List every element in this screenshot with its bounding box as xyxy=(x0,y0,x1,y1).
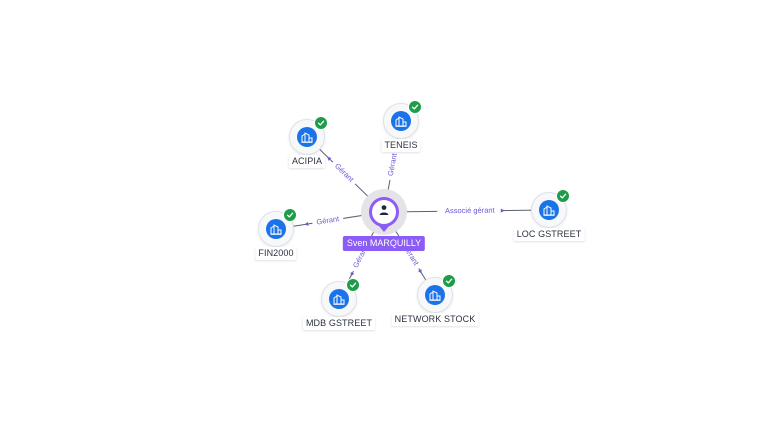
company-node-loc-gstreet[interactable] xyxy=(531,189,570,228)
edge-label-bg xyxy=(329,158,359,188)
company-icon xyxy=(297,127,317,147)
verified-check-icon xyxy=(346,278,360,292)
edge-label-teneis: Gérant xyxy=(386,152,399,177)
company-label-acipia[interactable]: ACIPIA xyxy=(288,155,326,168)
company-icon xyxy=(539,200,559,220)
verified-check-icon xyxy=(314,116,328,130)
company-label-fin2000[interactable]: FIN2000 xyxy=(255,247,297,260)
edge-label-bg xyxy=(385,148,401,181)
edge-arrow-acipia xyxy=(327,156,332,161)
company-icon xyxy=(391,111,411,131)
company-label-teneis[interactable]: TENEIS xyxy=(381,139,421,152)
company-label-loc-gstreet[interactable]: LOC GSTREET xyxy=(513,228,585,241)
verified-check-icon xyxy=(556,189,570,203)
edge-label-loc-gstreet: Associé gérant xyxy=(445,206,496,216)
edge-label-fin2000: Gérant xyxy=(316,214,341,227)
company-node-teneis[interactable] xyxy=(383,100,422,139)
person-icon xyxy=(378,203,390,221)
person-node-pin xyxy=(378,225,390,232)
company-node-network-stock[interactable] xyxy=(417,274,456,313)
company-node-fin2000[interactable] xyxy=(258,208,297,247)
person-name-label[interactable]: Sven MARQUILLY xyxy=(342,236,426,251)
edge-label-bg xyxy=(437,205,503,217)
company-label-mdb-gstreet[interactable]: MDB GSTREET xyxy=(302,317,376,330)
edge-arrow-mdb-gstreet xyxy=(350,271,355,277)
company-icon xyxy=(329,289,349,309)
edge-arrow-loc-gstreet xyxy=(500,208,505,213)
company-node-acipia[interactable] xyxy=(289,116,328,155)
company-node-mdb-gstreet[interactable] xyxy=(321,278,360,317)
edge-arrow-network-stock xyxy=(417,269,422,274)
company-icon xyxy=(266,219,286,239)
company-label-network-stock[interactable]: NETWORK STOCK xyxy=(391,313,479,326)
edge-label-bg xyxy=(311,213,345,229)
edge-arrow-fin2000 xyxy=(304,221,309,226)
company-icon xyxy=(425,285,445,305)
verified-check-icon xyxy=(283,208,297,222)
person-node[interactable] xyxy=(369,197,399,227)
verified-check-icon xyxy=(442,274,456,288)
verified-check-icon xyxy=(408,100,422,114)
